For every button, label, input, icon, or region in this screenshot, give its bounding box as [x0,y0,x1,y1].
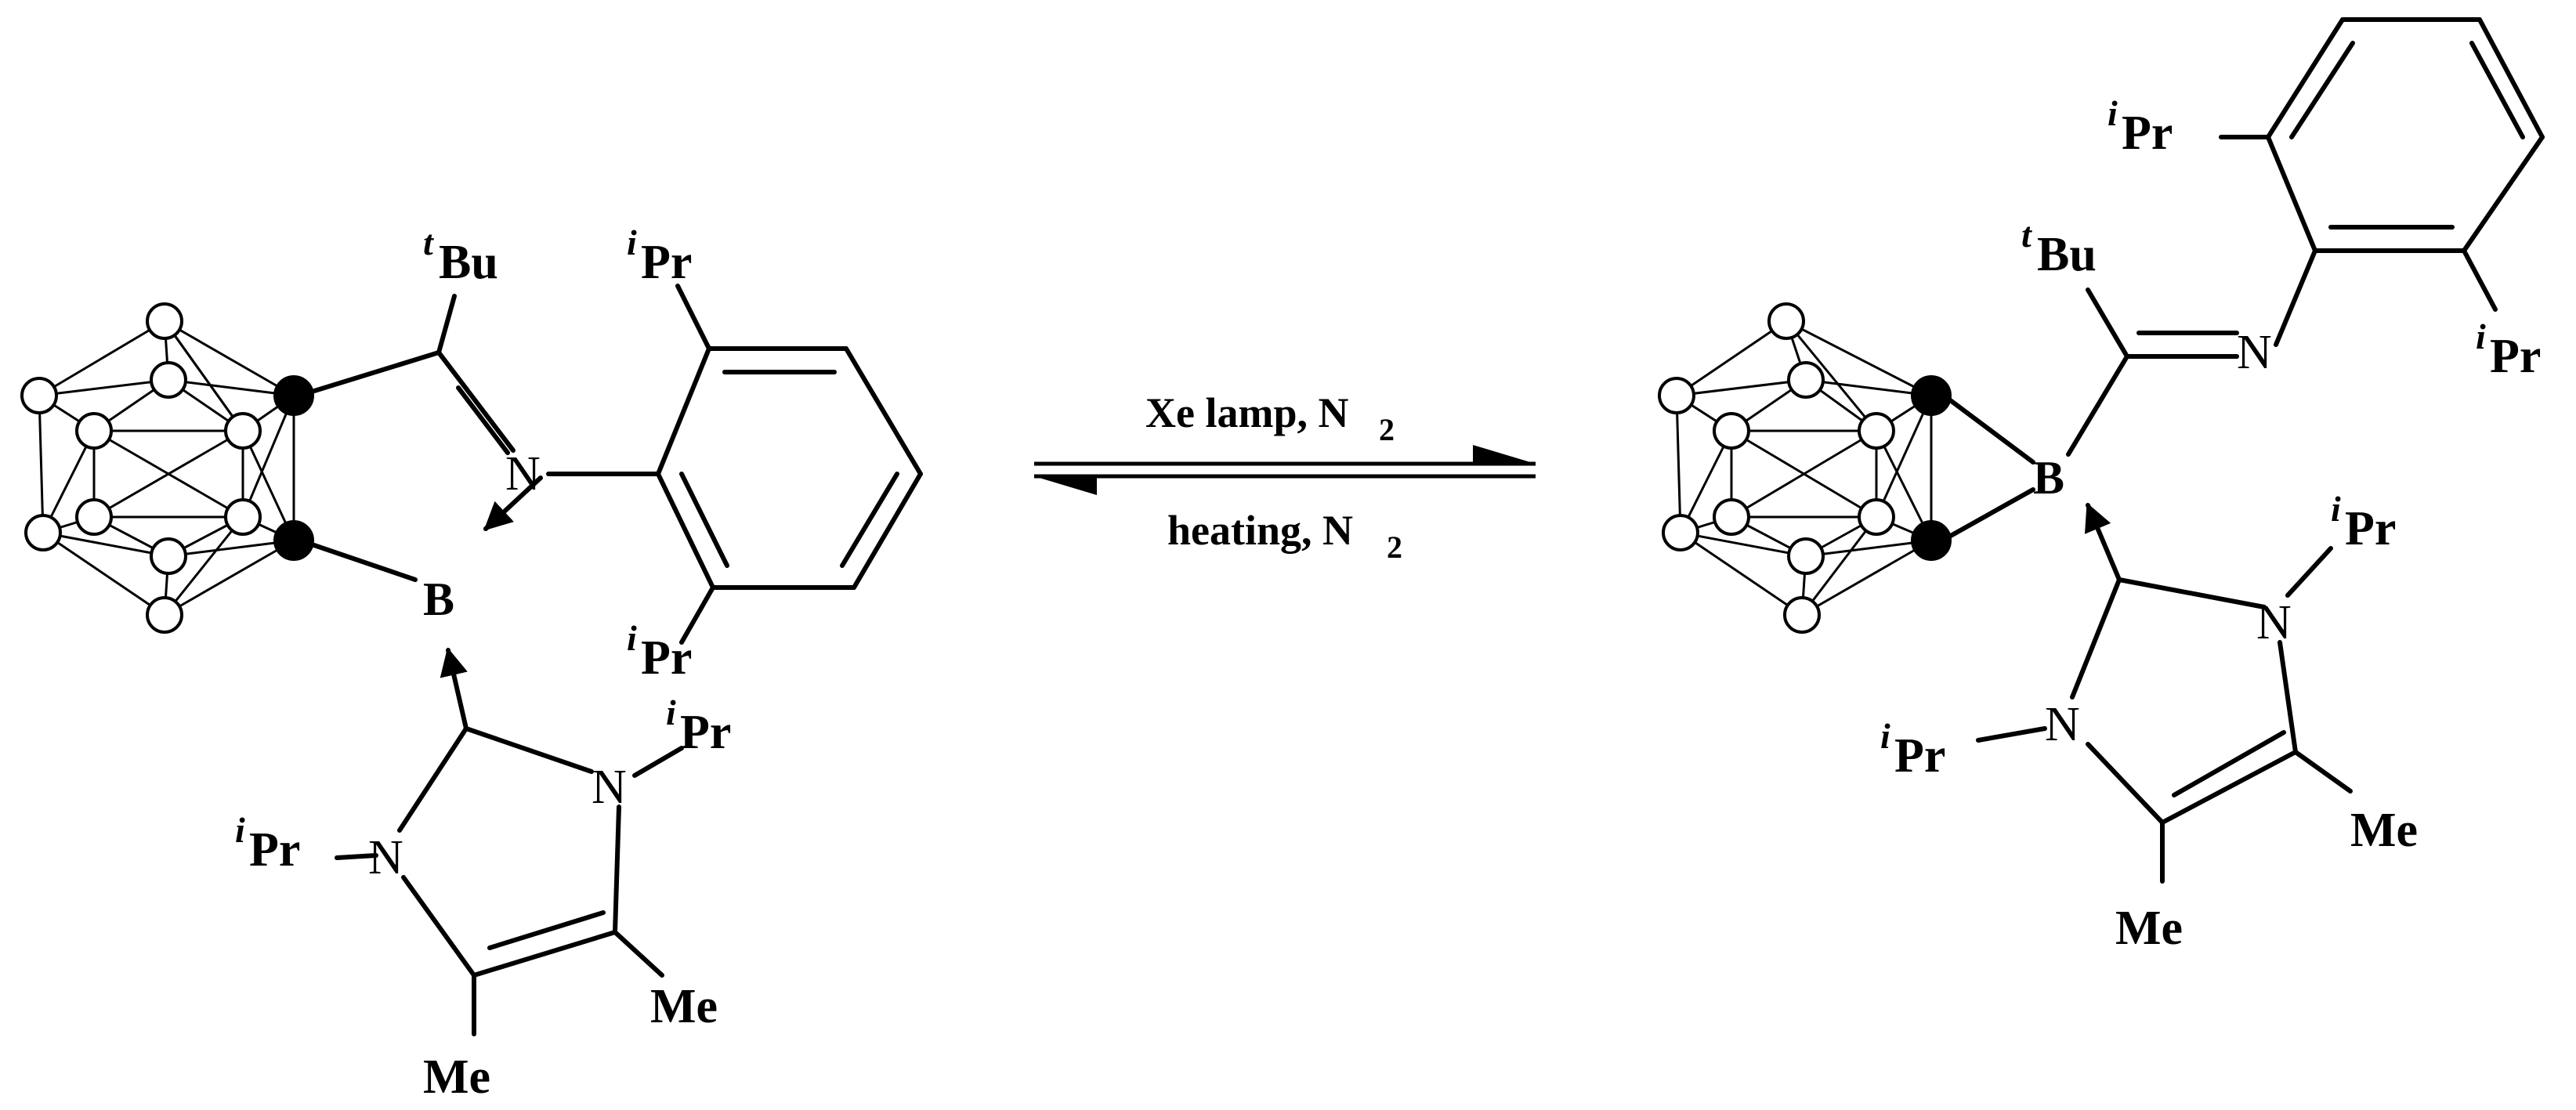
dipp-ring-right [2219,17,2545,312]
carborane-cage-left [38,320,295,616]
svg-text:Pr: Pr [680,706,731,759]
nhc-n1-right: N [2045,698,2080,751]
cage-vertices-left [20,302,314,634]
svg-text:Pr: Pr [641,631,692,685]
svg-text:i: i [235,810,245,850]
me-label-right-2: Me [2115,902,2183,955]
forward-condition: Xe lamp, N 2 [1145,389,1395,447]
nhc-n2-right: N [2256,596,2292,649]
svg-text:i: i [627,618,637,658]
svg-text:i: i [2331,489,2341,529]
nhc-n2-left: N [592,761,627,814]
carbene-right [1976,502,2353,884]
ipr-label-aryl-bottom: i Pr [627,618,692,685]
svg-text:Bu: Bu [439,236,498,289]
me-label-right-1: Me [2350,804,2418,857]
borirane-and-imine [1947,248,2317,539]
ipr-label-aryl-right-top: i Pr [2107,93,2173,160]
svg-text:Pr: Pr [2490,330,2541,383]
boron-left: B [423,573,454,625]
svg-text:i: i [666,692,676,732]
nhc-n1-left: N [368,831,403,884]
tbu-label-left: t Bu [423,222,498,289]
svg-text:2: 2 [1387,530,1402,565]
ipr-label-aryl-top: i Pr [627,222,692,289]
svg-text:Pr: Pr [2122,107,2173,160]
equilibrium-arrows: Xe lamp, N 2 heating, N 2 [1034,389,1536,565]
svg-text:i: i [627,222,637,262]
cage-vertices-right [1658,302,1952,634]
svg-text:Xe lamp, N: Xe lamp, N [1145,389,1348,436]
tbu-label-right: t Bu [2021,215,2097,281]
svg-text:Pr: Pr [2345,502,2396,555]
svg-text:heating, N: heating, N [1167,507,1353,554]
azaborole-ring [309,294,660,582]
svg-text:2: 2 [1379,412,1395,447]
carbene-left [335,647,684,1036]
ipr-label-aryl-right-bottom: i Pr [2476,316,2541,383]
ipr-label-nhc-right: i Pr [666,692,731,759]
ipr-label-nhc-right-top: i Pr [2331,489,2396,555]
me-label-left-1: Me [650,980,718,1033]
ipr-label-nhc-left: i Pr [235,810,300,877]
forward-arrowhead [1473,445,1536,464]
boron-right: B [2033,452,2064,504]
svg-text:i: i [2107,93,2118,133]
reverse-arrowhead [1034,476,1097,495]
svg-text:Bu: Bu [2037,228,2097,281]
me-label-left-2: Me [423,1050,490,1104]
svg-text:i: i [2476,316,2486,356]
reactant-molecule: N B N N t Bu i Pr i Pr i Pr i Pr Me Me [20,222,923,1104]
svg-text:Pr: Pr [1894,729,1945,783]
svg-text:Pr: Pr [641,236,692,289]
svg-text:t: t [423,222,434,262]
svg-text:t: t [2021,215,2032,255]
svg-text:Pr: Pr [249,823,300,877]
dipp-ring-left [656,284,923,645]
imine-n-left: N [505,447,541,501]
svg-text:i: i [1880,716,1890,756]
reverse-condition: heating, N 2 [1167,507,1402,565]
ipr-label-nhc-right-left: i Pr [1880,716,1945,783]
imine-n-right: N [2237,326,2272,379]
product-molecule: N B N N t Bu i Pr i Pr i Pr i Pr Me Me [1658,17,2545,955]
